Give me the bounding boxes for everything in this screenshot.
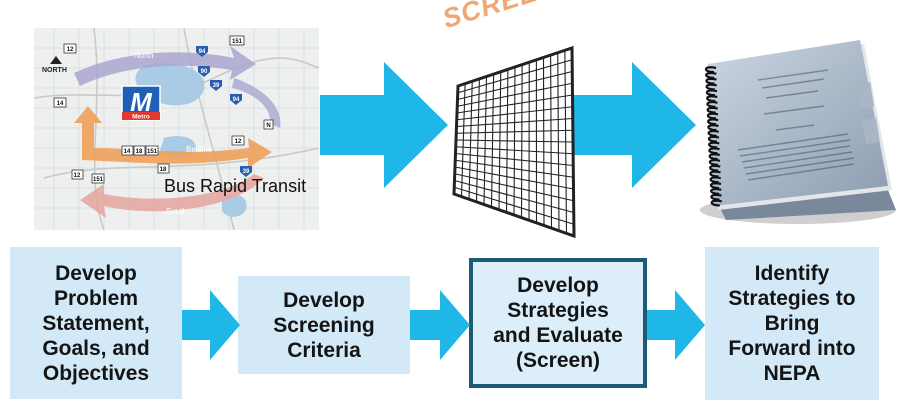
flow-arrow-1 <box>182 290 240 360</box>
step-problem-statement: Develop Problem Statement, Goals, and Ob… <box>10 247 182 399</box>
step-label: Develop Strategies and Evaluate (Screen) <box>493 274 623 372</box>
route-shield-label: 90 <box>201 69 208 75</box>
route-shield-icon: 94 <box>196 46 208 57</box>
process-arrow-2 <box>568 62 696 188</box>
metro-logo: M Metro <box>121 85 161 121</box>
route-shield-label: 94 <box>233 97 240 103</box>
route-shield-icon: 39 <box>210 80 222 91</box>
route-shield-label: 12 <box>74 173 81 179</box>
route-shield-icon: 14 <box>121 145 134 156</box>
route-shield-label: 14 <box>124 149 131 155</box>
route-shield-label: 151 <box>232 39 243 45</box>
step-screening-criteria: Develop Screening Criteria <box>238 276 410 374</box>
metro-logo-letter: M <box>130 87 153 117</box>
route-shield-icon: 94 <box>230 94 242 105</box>
screening-grid <box>452 45 576 239</box>
route-shield-label: 18 <box>136 149 143 155</box>
route-shield-icon: N <box>263 119 274 130</box>
step-label: Identify Strategies to Bring Forward int… <box>728 262 856 385</box>
route-shield-icon: 90 <box>198 66 210 77</box>
report-document-image <box>700 40 896 224</box>
route-shield-icon: 18 <box>133 145 146 156</box>
route-shield-label: 14 <box>57 101 64 107</box>
route-shield-icon: 12 <box>71 169 84 180</box>
route-shield-icon: 151 <box>145 145 159 156</box>
step-develop-strategies: Develop Strategies and Evaluate (Screen) <box>469 258 647 388</box>
step-label: Develop Problem Statement, Goals, and Ob… <box>42 261 150 385</box>
route-shield-icon: 12 <box>63 43 77 54</box>
flow-arrow-2 <box>410 290 470 360</box>
route-shield-label: 18 <box>160 167 167 173</box>
route-shield-icon: 12 <box>231 135 245 146</box>
route-shield-icon: 14 <box>53 97 67 108</box>
transit-map: North South Beltline NORTH 12 151 14 94 … <box>34 28 319 230</box>
process-arrow-1 <box>320 62 448 188</box>
corridor-label-south: South <box>166 207 187 216</box>
route-shield-label: 12 <box>67 47 74 53</box>
north-label: NORTH <box>42 67 67 74</box>
route-shield-label: 151 <box>93 177 104 183</box>
corridor-label-beltline: Beltline <box>186 145 213 154</box>
route-shield-label: 39 <box>213 83 220 89</box>
route-shield-label: 12 <box>235 139 242 145</box>
route-shield-icon: 151 <box>91 173 105 184</box>
metro-logo-word: Metro <box>132 114 150 121</box>
step-identify-strategies: Identify Strategies to Bring Forward int… <box>705 247 879 400</box>
step-label: Develop Screening Criteria <box>273 288 375 362</box>
route-shield-label: 39 <box>243 169 250 175</box>
route-shield-icon: 39 <box>240 166 252 177</box>
screening-label: SCREENING <box>439 0 610 35</box>
route-shield-icon: 18 <box>157 163 170 174</box>
route-shield-label: 94 <box>199 49 206 55</box>
north-arrow-icon: NORTH <box>42 56 67 74</box>
map-caption: Bus Rapid Transit <box>164 176 307 196</box>
route-shield-label: N <box>266 123 270 129</box>
route-shield-label: 151 <box>147 149 158 155</box>
flow-arrow-3 <box>647 290 705 360</box>
corridor-label-north: North <box>134 51 154 60</box>
route-shield-icon: 151 <box>229 35 245 46</box>
